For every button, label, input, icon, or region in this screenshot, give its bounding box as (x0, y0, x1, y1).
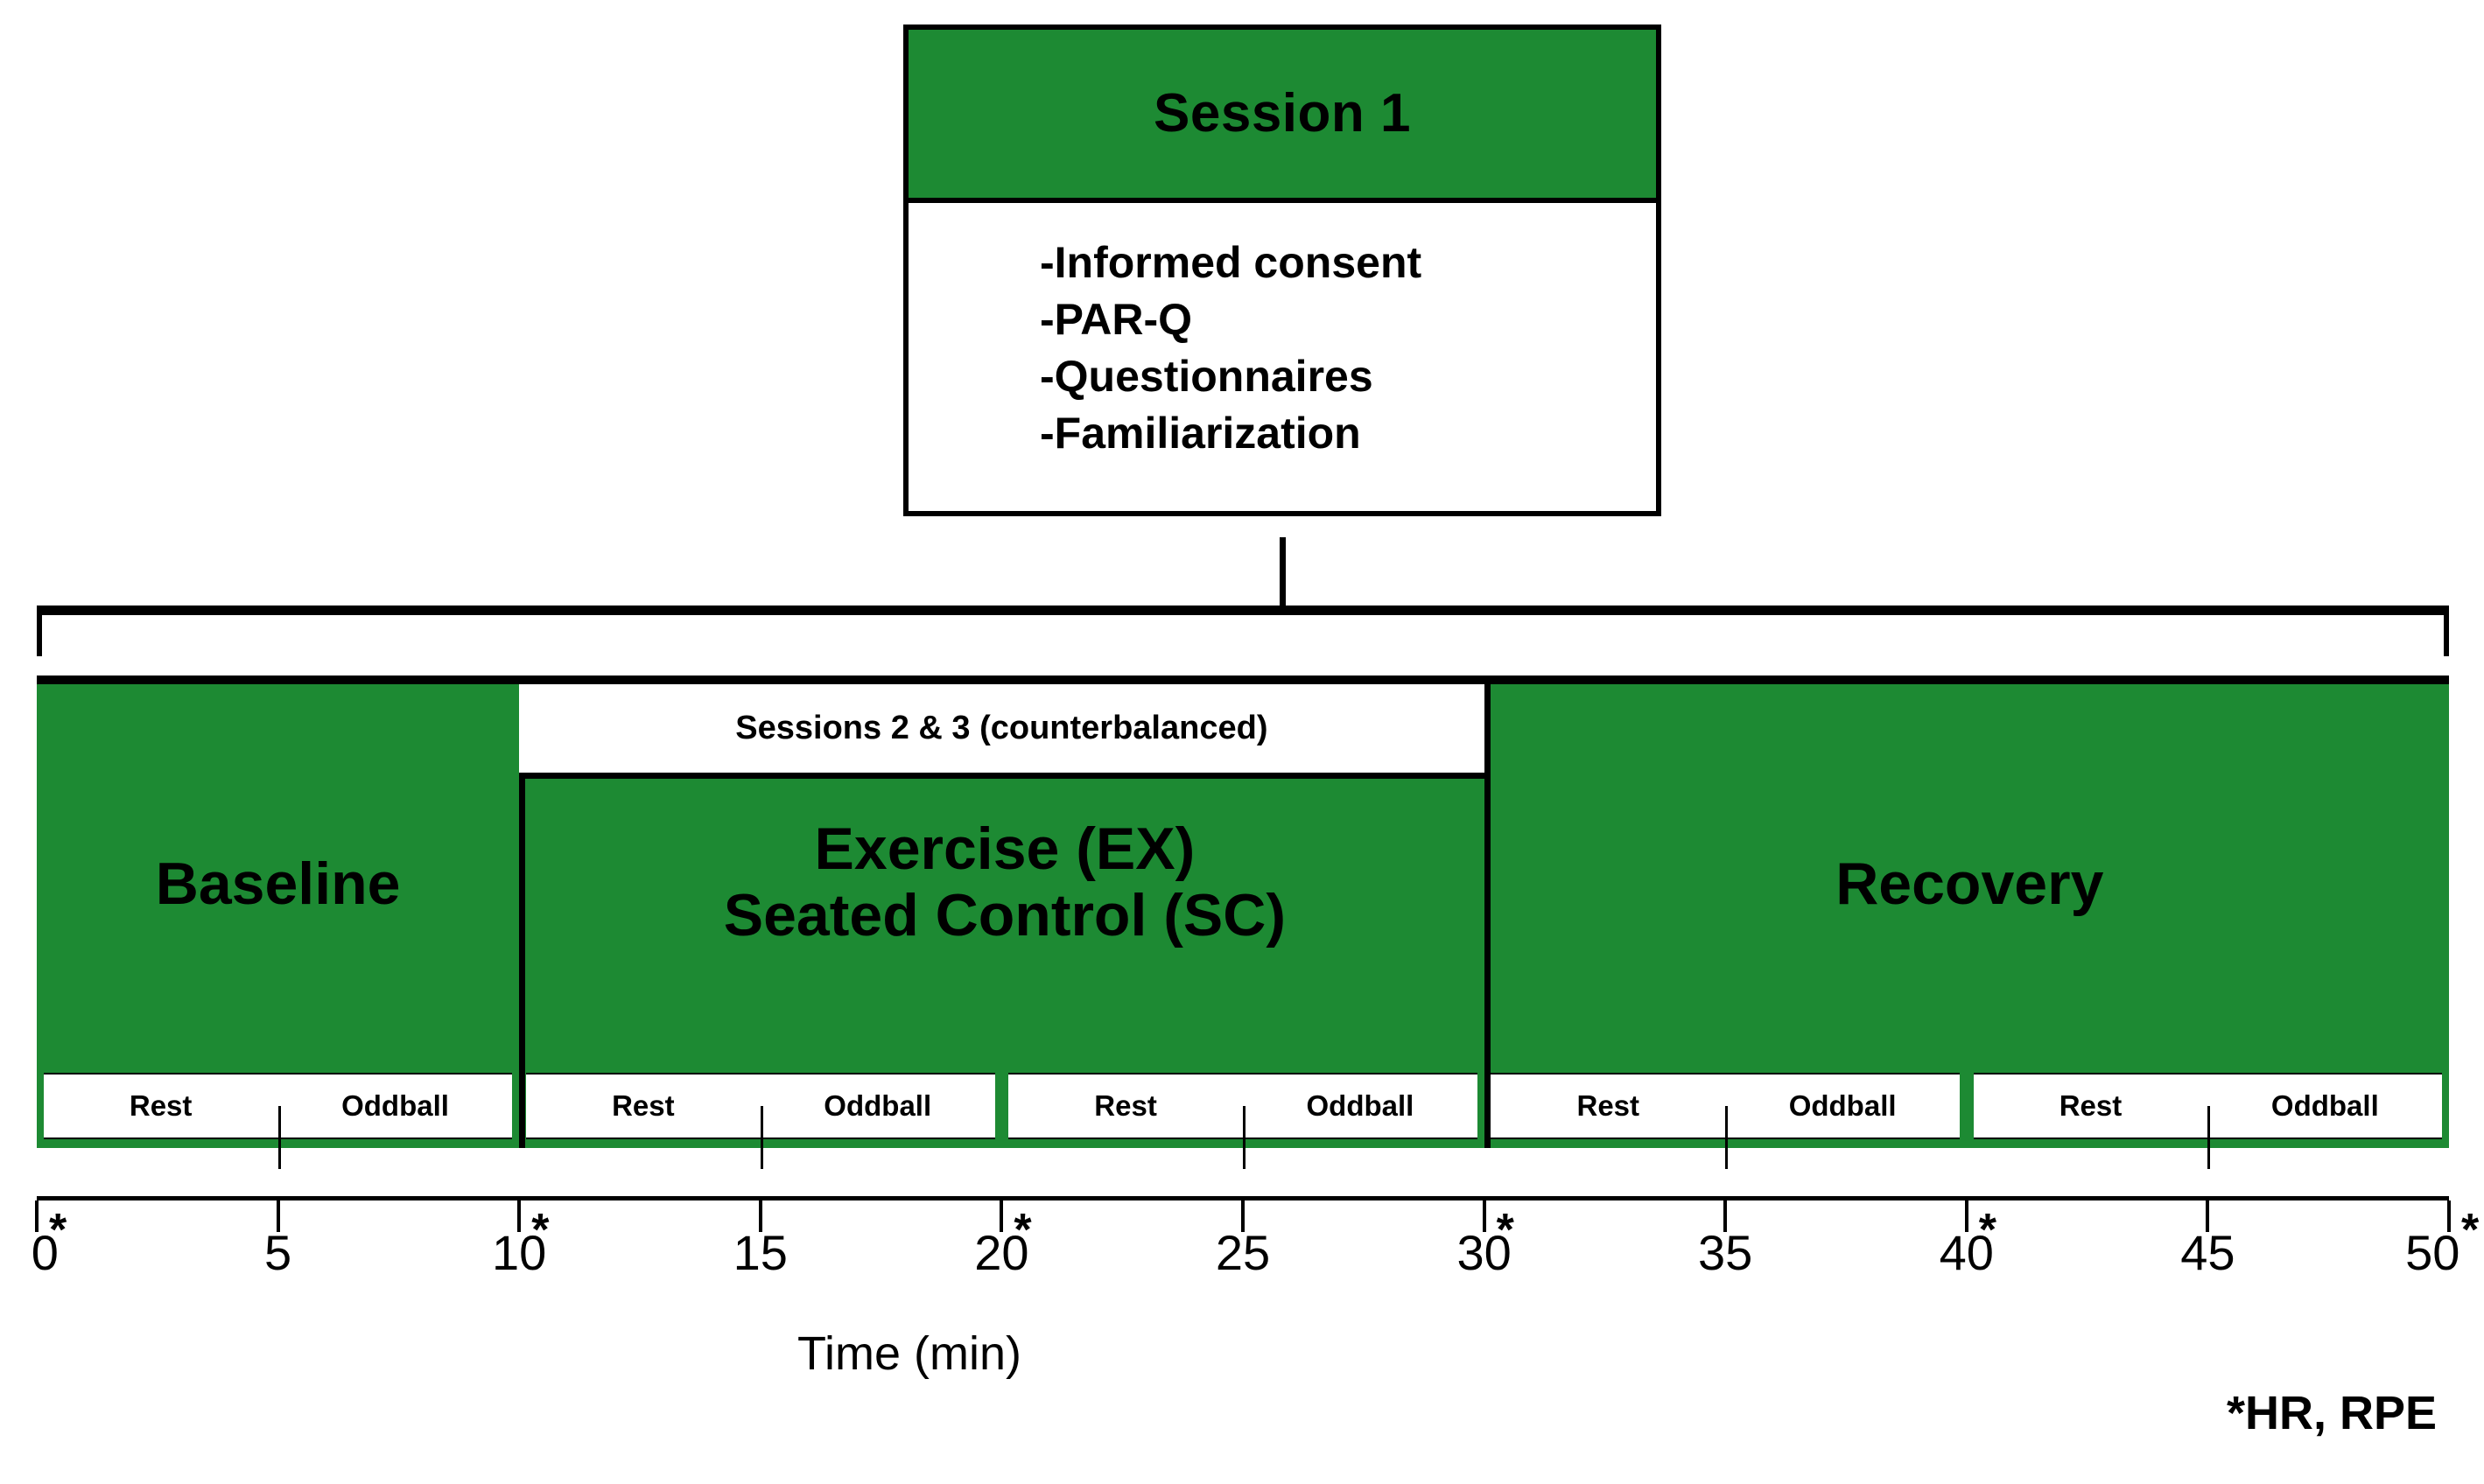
axis-baseline-rule (37, 1196, 2449, 1200)
segment-half: Oddball (2207, 1074, 2442, 1169)
segment-half: Oddball (760, 1074, 995, 1169)
timeline-bracket (37, 606, 2449, 656)
measurement-star-marker: * (1978, 1205, 1997, 1256)
bracket-left-tick (37, 606, 42, 656)
protocol-timeline: Baseline Exercise (EX)Seated Control (SC)… (37, 676, 2449, 1200)
axis-tick-mark (35, 1200, 39, 1232)
measurement-star-marker: * (49, 1205, 67, 1256)
axis-tick-label: 20 (974, 1225, 1029, 1280)
list-item: -Familiarization (1040, 409, 1361, 458)
segment-cell: Rest Oddball (1008, 1073, 1477, 1169)
segment-cell: Rest Oddball (43, 1073, 513, 1169)
measurement-star-marker: * (1496, 1205, 1514, 1256)
session-1-card: Session 1 -Informed consent -PAR-Q -Ques… (903, 24, 1661, 516)
axis-tick-mark (1482, 1200, 1486, 1232)
axis-tick-mark (1000, 1200, 1004, 1232)
segment-half: Oddball (1242, 1074, 1477, 1169)
segment-label: Rest (2059, 1089, 2123, 1122)
segment-cell: Rest Oddball (525, 1073, 995, 1169)
axis-tick-mark (758, 1200, 762, 1232)
phase-label: Exercise (EX)Seated Control (SC) (525, 816, 1484, 948)
phase-block: Baseline (37, 684, 520, 1148)
axis-tick-label: 10 (492, 1225, 547, 1280)
axis-tick-label: 0 (31, 1225, 59, 1280)
segment-cell: Rest Oddball (1973, 1073, 2443, 1169)
bracket-right-tick (2444, 606, 2449, 656)
axis-tick-mark (1241, 1200, 1245, 1232)
segment-half: Rest (44, 1074, 278, 1138)
phase-block: Recovery (1484, 684, 2449, 1148)
axis-tick-label: 25 (1215, 1225, 1271, 1280)
segment-label: Rest (1576, 1089, 1640, 1122)
segment-half: Rest (1008, 1074, 1243, 1138)
segment-cell: Rest Oddball (1491, 1073, 1961, 1169)
phase-label: Recovery (1491, 850, 2449, 917)
segment-label: Oddball (824, 1089, 932, 1122)
segment-half: Oddball (1725, 1074, 1960, 1169)
axis-tick-label: 45 (2180, 1225, 2235, 1280)
segment-label: Rest (612, 1089, 675, 1122)
list-item: -PAR-Q (1040, 295, 1193, 344)
session-1-header: Session 1 (909, 30, 1656, 203)
rest-oddball-strip: Rest Oddball Rest Oddball Rest Oddball Rest Odd… (37, 1073, 2449, 1169)
axis-tick-label: 35 (1698, 1225, 1753, 1280)
measurement-star-marker: * (531, 1205, 550, 1256)
phase-label: Baseline (37, 850, 519, 917)
axis-title: Time (min) (0, 1330, 2484, 1377)
connector-line (1280, 537, 1286, 611)
axis-title-text: Time (min) (797, 1327, 1021, 1380)
bracket-top-rule (37, 606, 2449, 615)
list-item: -Informed consent (1040, 238, 1422, 287)
axis-tick-mark (1723, 1200, 1728, 1232)
axis-tick-mark (517, 1200, 522, 1232)
axis-tick-label: 40 (1939, 1225, 1994, 1280)
sessions-2-3-banner: Sessions 2 & 3 (counterbalanced) (519, 684, 1484, 779)
axis-tick-label: 5 (264, 1225, 292, 1280)
segment-label: Rest (1094, 1089, 1157, 1122)
axis-tick-label: 30 (1456, 1225, 1512, 1280)
list-item: -Questionnaires (1040, 352, 1373, 401)
axis-tick-mark (2447, 1200, 2451, 1232)
session-1-title: Session 1 (1154, 83, 1411, 144)
phase-label-line: Exercise (EX) (814, 816, 1196, 882)
segment-half: Rest (1491, 1074, 1725, 1138)
footnote: *HR, RPE (2226, 1387, 2437, 1439)
phase-label-line: Recovery (1835, 850, 2104, 917)
measurement-star-marker: * (1014, 1205, 1032, 1256)
axis-tick-mark (1964, 1200, 1968, 1232)
segment-half: Oddball (277, 1074, 513, 1169)
measurement-star-marker: * (2461, 1205, 2480, 1256)
session-1-item-list: -Informed consent -PAR-Q -Questionnaires… (909, 203, 1656, 511)
phase-label-line: Seated Control (SC) (723, 882, 1286, 949)
segment-label: Oddball (2270, 1089, 2379, 1122)
segment-label: Oddball (1788, 1089, 1897, 1122)
axis-tick-mark (276, 1200, 280, 1232)
segment-label: Rest (129, 1089, 193, 1122)
sessions-2-3-label: Sessions 2 & 3 (counterbalanced) (735, 710, 1268, 746)
phase-label-line: Baseline (155, 850, 401, 917)
segment-label: Oddball (1306, 1089, 1414, 1122)
segment-half: Rest (1974, 1074, 2208, 1138)
axis-tick-label: 15 (733, 1225, 788, 1280)
segment-label: Oddball (341, 1089, 449, 1122)
segment-half: Rest (526, 1074, 761, 1138)
axis-tick-label: 50 (2405, 1225, 2460, 1280)
axis-tick-mark (2206, 1200, 2210, 1232)
